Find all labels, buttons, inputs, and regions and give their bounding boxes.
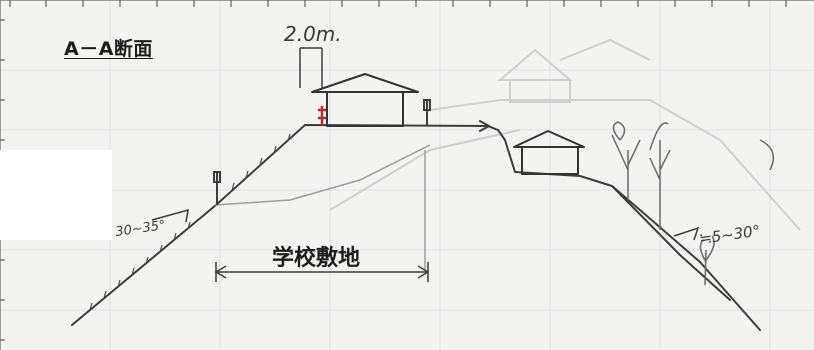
faint-background-sketch	[329, 38, 801, 231]
slope-angle-markers	[151, 208, 700, 241]
site-dimension-line	[214, 262, 430, 282]
ground-profile	[71, 120, 761, 331]
trees	[611, 121, 775, 286]
school-site-label: 学校敷地	[272, 245, 360, 271]
red-marker	[318, 106, 326, 126]
left-slope-note: 30~35°	[114, 218, 166, 240]
width-note: 2.0m.	[284, 22, 342, 46]
top-ruler	[0, 0, 814, 7]
upper-house	[311, 73, 419, 127]
blank-area	[0, 150, 112, 240]
lower-house	[513, 130, 585, 175]
section-title: A－A断面	[64, 38, 153, 60]
width-dimension	[299, 47, 323, 88]
height-markers	[213, 99, 431, 205]
slope-hatching	[89, 133, 291, 311]
right-slope-note: ≒5~30°	[698, 222, 761, 248]
lower-slope	[214, 144, 431, 270]
